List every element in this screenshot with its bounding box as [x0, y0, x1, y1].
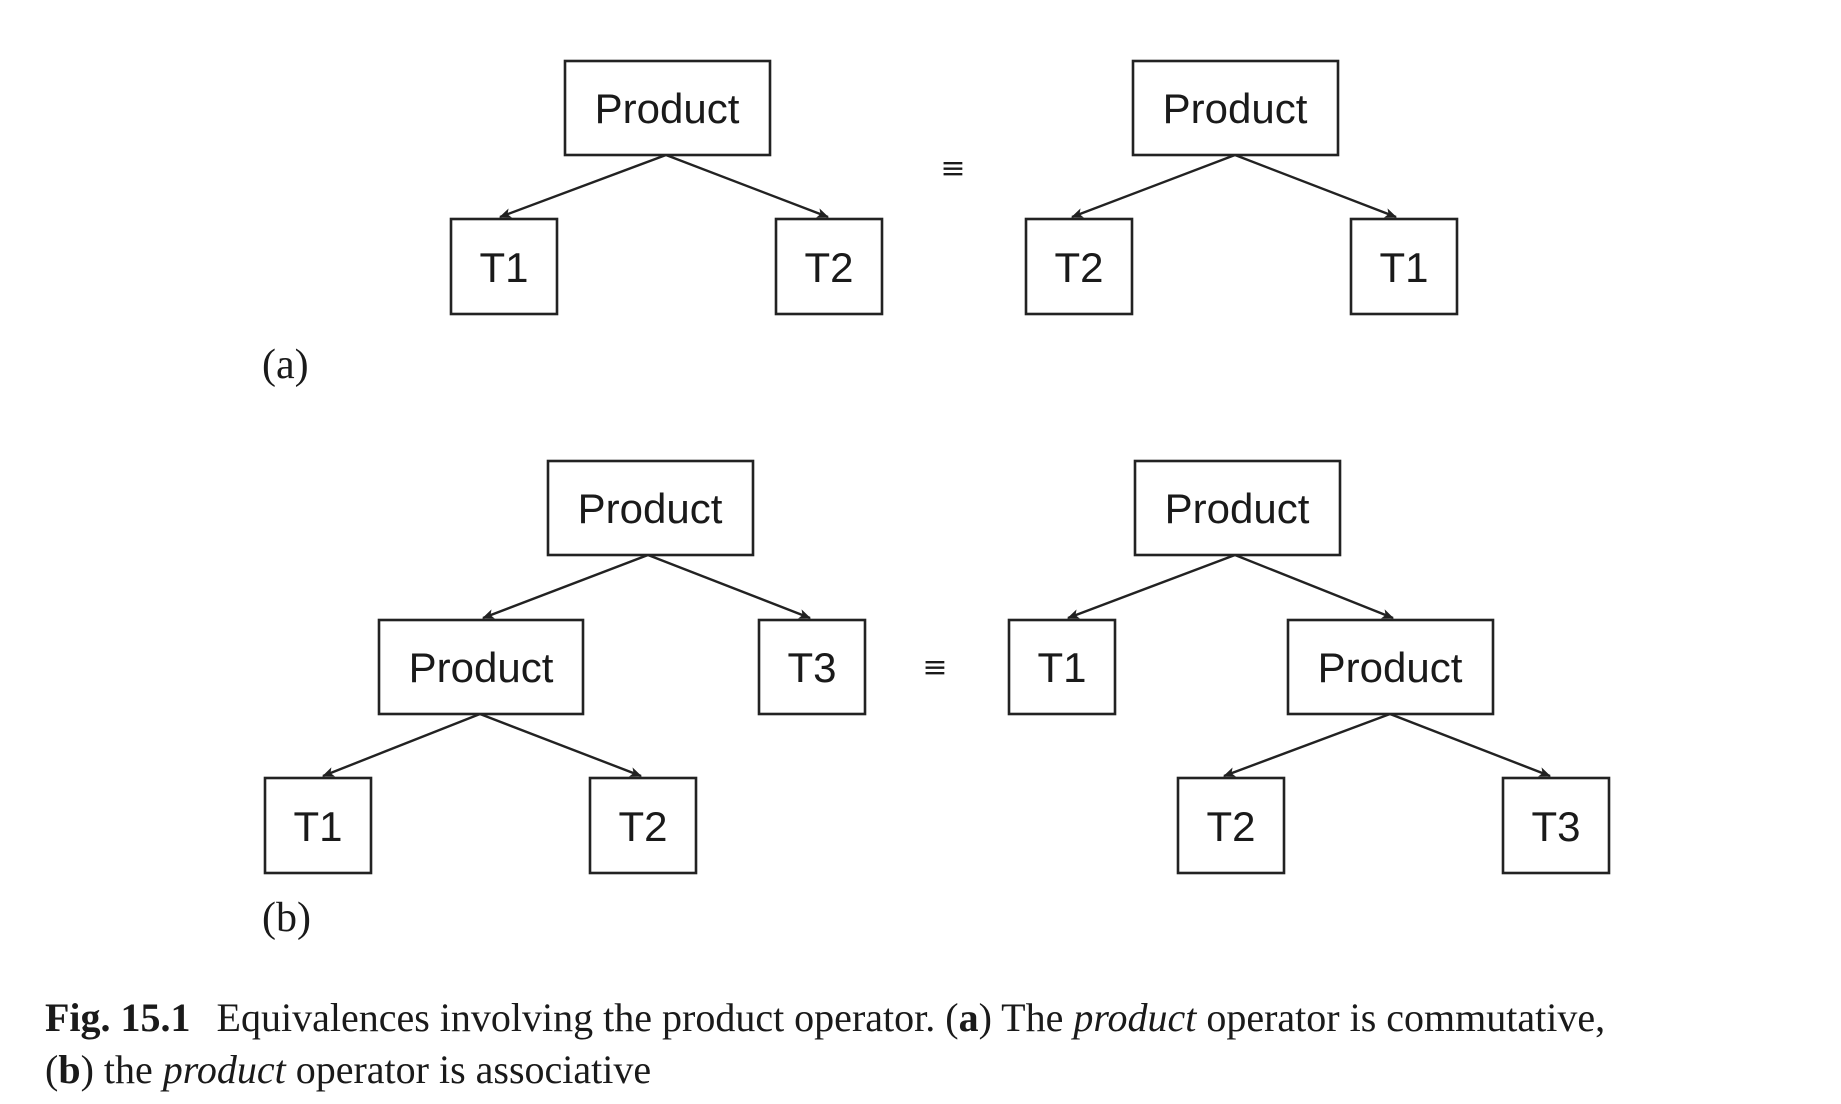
edge-b-left-root-to-right: [647, 553, 811, 620]
caption-text: ) the: [80, 1047, 163, 1092]
edge-a-right-root-to-left: [1071, 153, 1236, 219]
panel-a: Product T1 T2 ≡ Product T2: [262, 59, 1459, 388]
figure-diagram: Product T1 T2 ≡ Product T2: [262, 59, 1611, 941]
node-label: Product: [1163, 85, 1308, 132]
node-a-right-root: Product: [1131, 59, 1340, 157]
caption-part-a-letter: a: [958, 995, 979, 1040]
caption-line-2: (b) the product operator is associative: [45, 1044, 1835, 1096]
node-label: Product: [578, 485, 723, 532]
node-a-left-right: T2: [774, 217, 884, 316]
node-label: T2: [1206, 803, 1255, 850]
node-b-right-inner: Product: [1286, 618, 1495, 716]
edge-b-left-inner-to-right: [479, 712, 642, 778]
node-a-left-left: T1: [449, 217, 559, 316]
node-label: T3: [787, 644, 836, 691]
caption-text: ) The: [978, 995, 1074, 1040]
caption-figure-number: Fig. 15.1: [45, 995, 191, 1040]
caption-text: operator is associative: [285, 1047, 652, 1092]
node-label: Product: [595, 85, 740, 132]
node-b-left-root: Product: [546, 459, 755, 557]
edge-b-right-inner-to-right: [1389, 712, 1551, 778]
equivalence-symbol-a: ≡: [940, 151, 965, 186]
node-label: T1: [293, 803, 342, 850]
edge-b-right-root-to-inner: [1234, 553, 1394, 620]
equivalence-symbol-b: ≡: [922, 650, 947, 685]
node-b-left-inner-left: T1: [263, 776, 373, 875]
edge-b-left-root-to-inner: [482, 553, 649, 620]
node-label: T2: [618, 803, 667, 850]
edge-b-right-inner-to-left: [1223, 712, 1391, 778]
edge-a-right-root-to-right: [1234, 153, 1397, 219]
node-label: T1: [1379, 244, 1428, 291]
node-b-left-inner: Product: [377, 618, 585, 716]
node-label: T1: [1037, 644, 1086, 691]
node-label: Product: [1318, 644, 1463, 691]
caption-text: (: [45, 1047, 59, 1092]
panel-a-left-tree: Product T1 T2: [449, 59, 884, 316]
node-label: T2: [1054, 244, 1103, 291]
node-label: T2: [804, 244, 853, 291]
panel-a-right-tree: Product T2 T1: [1024, 59, 1459, 316]
panel-b-left-tree: Product Product T3 T1 T2: [263, 459, 867, 875]
edge-b-left-inner-to-left: [322, 712, 481, 778]
figure-caption: Fig. 15.1 Equivalences involving the prod…: [45, 992, 1835, 1096]
caption-part-b-letter: b: [58, 1047, 81, 1092]
node-a-right-left: T2: [1024, 217, 1134, 316]
node-a-right-right: T1: [1349, 217, 1459, 316]
node-a-left-root: Product: [563, 59, 772, 157]
panel-label-b: (b): [262, 895, 311, 941]
node-b-right-inner-left: T2: [1176, 776, 1286, 875]
node-b-right-inner-right: T3: [1501, 776, 1611, 875]
node-b-left-inner-right: T2: [588, 776, 698, 875]
caption-text: Equivalences involving the product opera…: [216, 995, 959, 1040]
node-b-right-root: Product: [1133, 459, 1342, 557]
caption-line-1: Fig. 15.1 Equivalences involving the prod…: [45, 992, 1835, 1044]
panel-b: Product Product T3 T1 T2 ≡: [262, 459, 1611, 941]
panel-b-right-tree: Product T1 Product T2 T3: [1007, 459, 1611, 875]
edge-a-left-root-to-left: [499, 153, 667, 219]
edge-b-right-root-to-left: [1067, 553, 1236, 620]
node-label: T3: [1531, 803, 1580, 850]
node-b-right-left: T1: [1007, 618, 1117, 716]
edge-a-left-root-to-right: [665, 153, 829, 219]
caption-product-italic: product: [162, 1047, 286, 1092]
node-label: Product: [1165, 485, 1310, 532]
node-label: Product: [409, 644, 554, 691]
caption-text: operator is commutative,: [1196, 995, 1606, 1040]
node-label: T1: [479, 244, 528, 291]
panel-label-a: (a): [262, 342, 309, 388]
caption-product-italic: product: [1073, 995, 1197, 1040]
node-b-left-right: T3: [757, 618, 867, 716]
